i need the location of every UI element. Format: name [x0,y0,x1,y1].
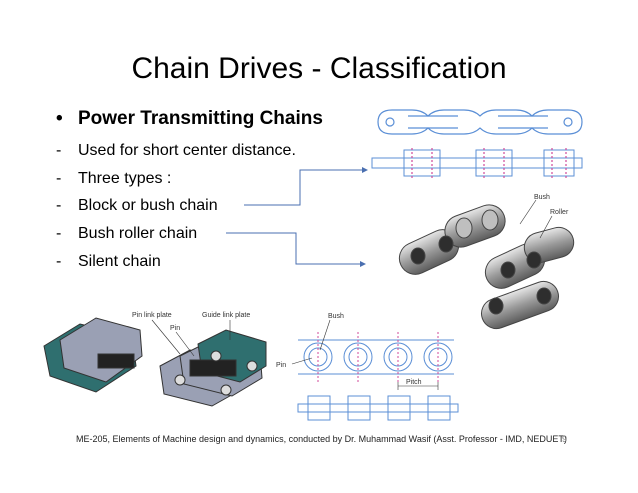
list-item: -Bush roller chain [56,225,197,243]
list-item-text: Bush roller chain [78,225,198,242]
roller-chain-render: Bush Roller [398,194,575,330]
label-guide-link-plate: Guide link plate [202,312,250,319]
dash-marker: - [56,142,62,159]
list-item: -Three types : [56,170,171,188]
bullet-text: Power Transmitting Chains [78,108,323,129]
dash-marker: - [56,253,62,270]
slide-title: Chain Drives - Classification [131,52,507,85]
label-bush-top: Bush [534,194,550,201]
list-item-text: Used for short center distance. [78,142,296,159]
silent-chain-render: Pin link plate Pin Guide link plate [43,312,267,407]
block-chain-drawing [371,109,583,178]
list-item-text: Block or bush chain [78,197,218,214]
roller-chain-drawing: Bush Pin Pitch [276,313,459,421]
label-pin-drawing: Pin [276,362,286,369]
label-pitch: Pitch [406,379,422,386]
page-number: 9 [562,434,568,444]
list-item: -Block or bush chain [56,197,218,215]
label-bush-drawing: Bush [328,313,344,320]
dash-marker: - [56,225,62,242]
list-item: -Silent chain [56,253,161,271]
bullet-heading: • Power Transmitting Chains [56,108,323,130]
dash-marker: - [56,170,62,187]
label-roller: Roller [550,209,569,216]
label-pin: Pin [170,325,180,332]
bullet-dot: • [56,108,63,129]
label-pin-link-plate: Pin link plate [132,312,172,319]
footer-credit: ME-205, Elements of Machine design and d… [76,434,567,444]
list-item-text: Three types : [78,170,172,187]
list-item: -Used for short center distance. [56,142,296,160]
dash-marker: - [56,197,62,214]
list-item-text: Silent chain [78,253,161,270]
